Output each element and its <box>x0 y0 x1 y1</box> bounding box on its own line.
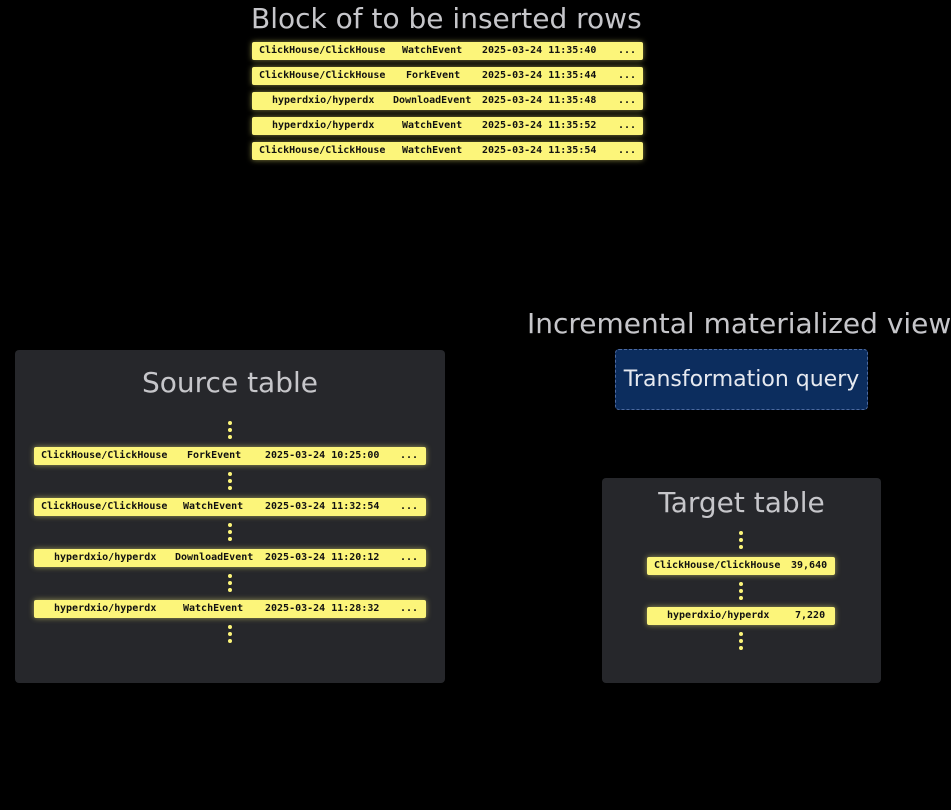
row-time: 2025-03-24 11:35:52 <box>482 120 597 131</box>
row-repo: ClickHouse/ClickHouse <box>259 45 386 56</box>
ellipsis-dots <box>739 582 743 603</box>
source-row: ClickHouse/ClickHouse WatchEvent 2025-03… <box>34 498 426 516</box>
block-row: ClickHouse/ClickHouse ForkEvent 2025-03-… <box>252 67 643 85</box>
row-more: ... <box>618 70 637 81</box>
row-repo: hyperdxio/hyperdx <box>54 603 157 614</box>
row-event: DownloadEvent <box>175 552 254 563</box>
block-row: ClickHouse/ClickHouse WatchEvent 2025-03… <box>252 142 643 160</box>
row-time: 2025-03-24 11:35:48 <box>482 95 597 106</box>
row-repo: hyperdxio/hyperdx <box>272 95 375 106</box>
row-more: ... <box>400 603 419 614</box>
target-row: ClickHouse/ClickHouse 39,640 <box>647 557 835 575</box>
row-repo: ClickHouse/ClickHouse <box>259 145 386 156</box>
row-repo: ClickHouse/ClickHouse <box>41 450 168 461</box>
row-more: ... <box>618 95 637 106</box>
row-time: 2025-03-24 11:35:40 <box>482 45 597 56</box>
row-event: WatchEvent <box>183 603 244 614</box>
row-more: ... <box>618 145 637 156</box>
ellipsis-dots <box>739 531 743 552</box>
row-event: WatchEvent <box>183 501 244 512</box>
block-row: hyperdxio/hyperdx WatchEvent 2025-03-24 … <box>252 117 643 135</box>
row-event: ForkEvent <box>187 450 242 461</box>
row-event: ForkEvent <box>406 70 461 81</box>
source-row: ClickHouse/ClickHouse ForkEvent 2025-03-… <box>34 447 426 465</box>
source-table-title: Source table <box>142 366 318 399</box>
row-more: ... <box>618 45 637 56</box>
row-repo: hyperdxio/hyperdx <box>667 610 770 621</box>
target-row: hyperdxio/hyperdx 7,220 <box>647 607 835 625</box>
transformation-query-box: Transformation query <box>615 349 868 410</box>
mv-title: Incremental materialized view <box>527 307 951 340</box>
row-repo: ClickHouse/ClickHouse <box>259 70 386 81</box>
row-event: WatchEvent <box>402 145 463 156</box>
row-time: 2025-03-24 11:35:54 <box>482 145 597 156</box>
row-event: WatchEvent <box>402 120 463 131</box>
row-repo: hyperdxio/hyperdx <box>272 120 375 131</box>
ellipsis-dots <box>228 523 232 544</box>
target-table-title: Target table <box>658 486 825 519</box>
row-time: 2025-03-24 11:35:44 <box>482 70 597 81</box>
ellipsis-dots <box>228 625 232 646</box>
row-more: ... <box>618 120 637 131</box>
row-time: 2025-03-24 10:25:00 <box>265 450 380 461</box>
block-title: Block of to be inserted rows <box>251 2 642 35</box>
row-repo: hyperdxio/hyperdx <box>54 552 157 563</box>
row-more: ... <box>400 450 419 461</box>
ellipsis-dots <box>228 472 232 493</box>
block-row: hyperdxio/hyperdx DownloadEvent 2025-03-… <box>252 92 643 110</box>
row-count: 7,220 <box>795 610 826 621</box>
source-row: hyperdxio/hyperdx DownloadEvent 2025-03-… <box>34 549 426 567</box>
row-time: 2025-03-24 11:28:32 <box>265 603 380 614</box>
row-event: WatchEvent <box>402 45 463 56</box>
block-row: ClickHouse/ClickHouse WatchEvent 2025-03… <box>252 42 643 60</box>
row-time: 2025-03-24 11:32:54 <box>265 501 380 512</box>
row-count: 39,640 <box>791 560 828 571</box>
source-row: hyperdxio/hyperdx WatchEvent 2025-03-24 … <box>34 600 426 618</box>
row-repo: ClickHouse/ClickHouse <box>41 501 168 512</box>
ellipsis-dots <box>739 632 743 653</box>
ellipsis-dots <box>228 421 232 442</box>
row-event: DownloadEvent <box>393 95 472 106</box>
row-more: ... <box>400 552 419 563</box>
row-repo: ClickHouse/ClickHouse <box>654 560 781 571</box>
row-time: 2025-03-24 11:20:12 <box>265 552 380 563</box>
row-more: ... <box>400 501 419 512</box>
ellipsis-dots <box>228 574 232 595</box>
